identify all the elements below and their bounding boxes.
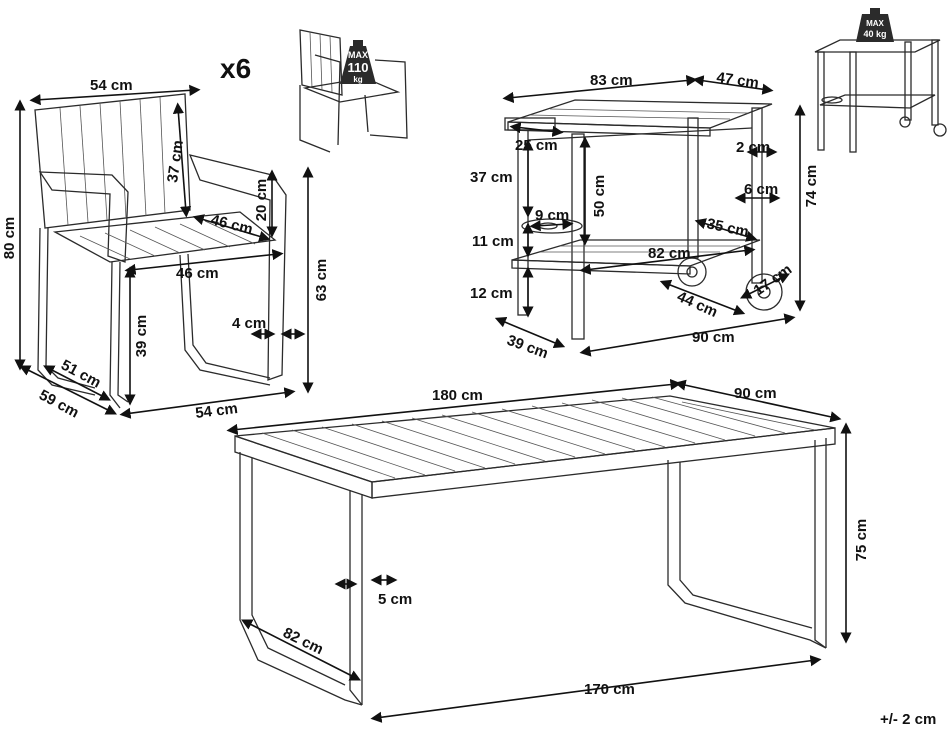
cart-thumbnail xyxy=(814,8,947,153)
chair-quantity: x6 xyxy=(220,53,251,84)
chair-dim-seat-height: 39 cm xyxy=(133,315,150,358)
cart-max-value: 40 kg xyxy=(863,29,886,39)
chair-dim-depth-total: 59 cm xyxy=(36,387,82,422)
table-dim-height: 75 cm xyxy=(853,519,870,562)
table-dim-length: 180 cm xyxy=(432,387,483,404)
chair-max-value: 110 xyxy=(348,60,369,75)
table-dim-depth: 90 cm xyxy=(734,385,777,402)
table-dim-inner-length: 170 cm xyxy=(584,681,635,698)
cart-dim-bottom-clearance: 12 cm xyxy=(470,285,513,302)
cart-dim-length: 83 cm xyxy=(590,72,633,89)
cart-dim-shelf-gap: 11 cm xyxy=(472,233,514,250)
table-dim-leg-frame-depth: 82 cm xyxy=(280,624,326,658)
cart-dim-frame-6: 6 cm xyxy=(744,181,778,198)
cart-dimension-lines xyxy=(494,74,806,357)
cart-dim-hole: 9 cm xyxy=(535,207,569,224)
cart-dim-depth: 47 cm xyxy=(715,69,759,92)
chair-dim-leg-thickness: 4 cm xyxy=(232,315,266,332)
chair-dim-depth-inner: 51 cm xyxy=(58,357,104,392)
chair-dim-seat-width: 46 cm xyxy=(176,265,219,282)
cart-dim-total-length: 90 cm xyxy=(692,329,735,346)
chair-dim-seat-depth: 46 cm xyxy=(209,211,254,238)
tolerance-note: +/- 2 cm xyxy=(880,711,936,728)
table-drawing xyxy=(234,395,836,706)
chair-dim-armrest-height: 20 cm xyxy=(253,179,270,222)
cart-max-label: MAX xyxy=(866,19,884,28)
chair-dim-arm-height: 63 cm xyxy=(313,259,330,302)
chair-dim-backrest: 37 cm xyxy=(164,139,187,183)
chair-dim-height-total: 80 cm xyxy=(1,217,18,260)
table-dimension-lines xyxy=(226,379,852,723)
cart-dim-top-to-shelf: 37 cm xyxy=(470,169,513,186)
table-dim-leg-thickness: 5 cm xyxy=(378,591,412,608)
cart-dim-leg-inner: 50 cm xyxy=(591,175,608,218)
cart-dim-base-depth: 44 cm xyxy=(674,288,720,321)
cart-dim-handle: 25 cm xyxy=(515,137,558,154)
cart-dim-side-depth: 39 cm xyxy=(505,332,551,363)
cart-dim-frame-2: 2 cm xyxy=(736,139,770,156)
chair-max-unit: kg xyxy=(353,75,362,84)
chair-thumbnail xyxy=(299,29,408,153)
chair-dim-width-top: 54 cm xyxy=(90,77,133,94)
chair-max-label: MAX xyxy=(348,50,368,60)
cart-dim-height-total: 74 cm xyxy=(803,165,820,208)
cart-dim-shelf-depth: 35 cm xyxy=(705,215,750,240)
cart-dim-shelf-length: 82 cm xyxy=(648,245,691,262)
cart-dim-wheel: 17 cm xyxy=(751,261,796,299)
